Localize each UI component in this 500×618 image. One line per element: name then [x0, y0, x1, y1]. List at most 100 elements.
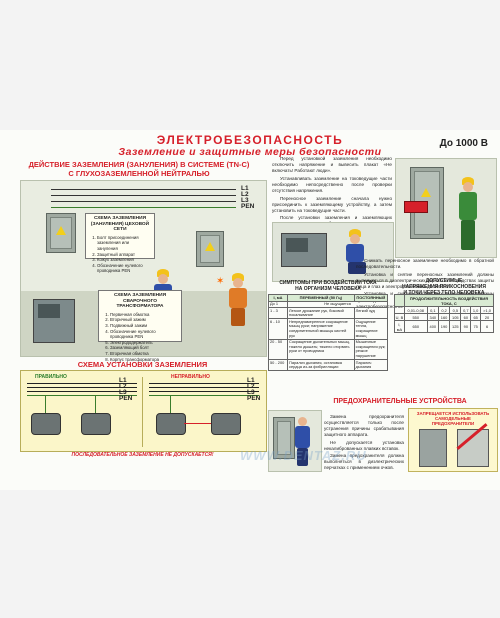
table-cell: Легкий зуд: [353, 307, 389, 320]
perm-title-line1: ДОПУСТИМЫЕ: [425, 278, 463, 284]
table-cell: Паралич дыхания: [353, 359, 389, 372]
table-cell: 6: [480, 320, 494, 333]
scheme-wire-label: L3: [247, 389, 255, 396]
table-header: ПОСТОЯННЫЙ: [353, 294, 389, 302]
table-row: 50 - 200 Паралич дыхания, остановка серд…: [267, 359, 389, 372]
table-header: [394, 294, 405, 307]
grounding-scheme: ПРАВИЛЬНО НЕПРАВИЛЬНО L1 L2 L3 PEN L1 L2…: [20, 370, 267, 452]
wire-l3: [51, 201, 236, 202]
table-row: 6 - 10 Непреднамеренное сокращение мышц …: [267, 318, 389, 340]
spark-icon: ✶: [216, 276, 225, 287]
table-cell: Непреднамеренное сокращение мышц руки; н…: [287, 318, 355, 340]
fuse-panel: [419, 429, 447, 467]
symptoms-table-title: СИМПТОМЫ ПРИ ВОЗДЕЙСТВИИ ТОКА НА ОРГАНИЗ…: [268, 280, 388, 292]
table-cell: 340: [426, 313, 439, 321]
perm-title-line2: НАПРЯЖЕНИЯ ПРИКОСНОВЕНИЯ: [402, 284, 486, 290]
wire-l2: [51, 195, 236, 196]
switchgear-unit: [281, 233, 327, 267]
table-cell: Легкое дрожание рук, боковой покалывание: [287, 307, 355, 320]
table-cell: I, мА: [394, 320, 405, 333]
table-row: 20 - 50 Сокращение дыхательных мышц, тяж…: [267, 338, 389, 361]
callout2-item: Электрододержатель: [110, 340, 178, 346]
table-cell: Ощущение тепла, сокращение мышц: [353, 318, 389, 340]
callout-welder-grounding: СХЕМА ЗАЗЕМЛЕНИЯ СВАРОЧНОГО ТРАНСФОРМАТО…: [98, 290, 182, 362]
rule-paragraph: Снимать переносное заземление необходимо…: [356, 258, 494, 270]
scheme-wire-label: L2: [119, 383, 127, 390]
table-row: U, В 550 340 160 105 60 65 20: [394, 313, 494, 321]
scheme-wire-label: L2: [247, 383, 255, 390]
rule-paragraph: Переносное заземление сначала нужно прис…: [272, 195, 392, 213]
wire-label-l2: L2: [241, 191, 249, 198]
rule-paragraph: Замена предохранителя должна выполняться…: [324, 453, 404, 470]
rule-paragraph: Установка и снятие переносных заземлений…: [356, 271, 494, 289]
callout1-item: Кожух заземления: [97, 257, 151, 263]
scheme-divider: [142, 377, 143, 447]
callout2-item: Подвижный зажим: [110, 323, 178, 329]
left-heading-line2: С ГЛУХОЗАЗЕМЛЕННОЙ НЕЙТРАЛЬЮ: [68, 169, 210, 178]
table-cell: [394, 306, 405, 314]
callout2-item: Корпус трансформатора: [110, 357, 178, 363]
voltage-label: До 1000 В: [439, 138, 488, 149]
table-cell: 65: [470, 313, 482, 321]
callout2-item: Обозначение нулевого проводника PEN: [110, 329, 178, 340]
rule-paragraph: Устанавливать заземление на токоведущие …: [272, 175, 392, 193]
table-row: I, мА 650 400 190 125 90 75 6: [394, 320, 494, 333]
table-header: I, мА: [267, 294, 289, 302]
watermark: WWW.DENTAZ.RU: [240, 448, 367, 463]
table-row: ПРОДОЛЖИТЕЛЬНОСТЬ ВОЗДЕЙСТВИЯ ТОКА, С: [394, 294, 495, 307]
callout2-item: Вторичный зажим: [110, 317, 178, 323]
welding-transformer: [33, 299, 75, 343]
motor-icon: [81, 413, 111, 435]
table-cell: 0,7: [460, 306, 472, 314]
table-row: I, мА ПЕРЕМЕННЫЙ (50 Гц) ПОСТОЯННЫЙ: [267, 294, 389, 302]
motor-icon: [156, 413, 186, 435]
table-cell: Мышечные сокращения рук; резкое нарушени…: [353, 338, 389, 361]
table-cell: До 1: [267, 300, 289, 309]
rule-paragraph: Перед установкой заземления необходимо о…: [272, 156, 392, 174]
table-cell: 0,01-0,08: [403, 306, 428, 314]
callout2-item: Первичная обмотка: [110, 312, 178, 318]
table-cell: Паралич дыхания, остановка сердца из-за …: [287, 359, 355, 372]
scheme-title: СХЕМА УСТАНОВКИ ЗАЗЕМЛЕНИЯ: [77, 360, 208, 369]
wire-l1: [51, 189, 236, 190]
forbidden-title: ЗАПРЕЩАЕТСЯ ИСПОЛЬЗОВАТЬ САМОДЕЛЬНЫЕ ПРЕ…: [409, 411, 497, 426]
table-cell: 190: [437, 320, 451, 333]
distribution-cabinet-left: [46, 213, 76, 253]
symptoms-title-line2: НА ОРГАНИЗМ ЧЕЛОВЕКА: [295, 286, 361, 292]
callout2-title: СХЕМА ЗАЗЕМЛЕНИЯ СВАРОЧНОГО ТРАНСФОРМАТО…: [113, 293, 167, 310]
table-cell: 0,5: [449, 306, 462, 314]
table-cell: 400: [426, 320, 439, 333]
wire-label-pen: PEN: [241, 203, 255, 210]
table-header: ПРОДОЛЖИТЕЛЬНОСТЬ ВОЗДЕЙСТВИЯ ТОКА, С: [403, 294, 495, 307]
table-row: До 1 Не ощущается: [267, 300, 388, 309]
correct-label: ПРАВИЛЬНО: [35, 374, 67, 380]
callout-network-grounding: СХЕМА ЗАЗЕМЛЕНИЯ (ЗАНУЛЕНИЯ) ЦЕХОВОЙ СЕТ…: [85, 213, 155, 273]
left-heading-line1: ДЕЙСТВИЕ ЗАЗЕМЛЕНИЯ (ЗАНУЛЕНИЯ) В СИСТЕМ…: [28, 160, 250, 169]
scheme-wire-label: L3: [119, 389, 127, 396]
forbid-line3: ПРЕДОХРАНИТЕЛИ: [431, 421, 475, 426]
table-cell: 550: [403, 313, 428, 321]
table-cell: 125: [449, 320, 462, 333]
scheme-wire-label: L1: [247, 377, 255, 384]
table-cell: 50 - 200: [267, 359, 289, 372]
table-cell: 650: [403, 320, 428, 333]
table-cell: 1,0: [470, 306, 482, 314]
warning-icon: [56, 226, 66, 235]
table-cell: 75: [470, 320, 482, 333]
switchgear-scene: [272, 222, 394, 282]
callout1-item: Болт присоединения заземления или зануле…: [97, 235, 151, 252]
table-row: 1 - 3 Легкое дрожание рук, боковой покал…: [267, 307, 389, 320]
wire-label-l1: L1: [241, 185, 249, 192]
callout2-item: Вторичная обмотка: [110, 351, 178, 357]
table-cell: Не ощущается: [287, 300, 388, 309]
distribution-cabinet-right: [196, 231, 224, 267]
table-cell: 20: [480, 313, 494, 321]
table-cell: 1 - 3: [267, 307, 289, 320]
incorrect-label: НЕПРАВИЛЬНО: [171, 374, 210, 380]
callout1-item: Защитный аппарат: [97, 252, 151, 258]
poster-title: ЭЛЕКТРОБЕЗОПАСНОСТЬ: [156, 133, 344, 147]
protective-text: Замена предохранителя осуществляется тол…: [324, 414, 404, 473]
table-cell: Сокращение дыхательных мышц, тяжело дыша…: [287, 338, 355, 361]
symptoms-table: I, мА ПЕРЕМЕННЫЙ (50 Гц) ПОСТОЯННЫЙ До 1…: [267, 294, 389, 372]
rule-paragraph: Не допускается установка некалиброванных…: [324, 439, 404, 451]
